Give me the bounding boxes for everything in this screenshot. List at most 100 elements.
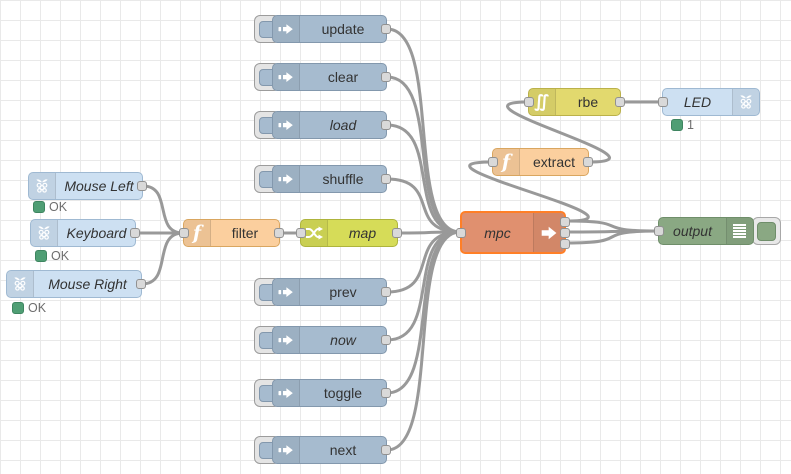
node-led[interactable]: LED — [658, 88, 760, 116]
wire-extract-rbe[interactable] — [506, 100, 611, 164]
debug-list-icon — [726, 218, 753, 244]
inject-arrow-icon — [273, 327, 300, 353]
node-mouse-right[interactable]: Mouse Right — [6, 270, 146, 298]
output-port[interactable] — [381, 72, 391, 82]
raspberry-pi-icon — [29, 173, 56, 199]
input-port[interactable] — [654, 226, 664, 236]
output-port-1[interactable] — [560, 217, 570, 227]
node-label: next — [329, 442, 357, 458]
wire-mpc3-output[interactable] — [564, 229, 660, 245]
node-label: Mouse Left — [64, 178, 134, 194]
node-label: Mouse Right — [48, 276, 127, 292]
node-map[interactable]: map — [296, 219, 402, 247]
inject-arrow-icon — [273, 112, 300, 138]
output-port[interactable] — [274, 228, 284, 238]
node-label: LED — [683, 94, 712, 110]
input-port[interactable] — [658, 97, 668, 107]
input-port[interactable] — [296, 228, 306, 238]
node-label: map — [348, 225, 377, 241]
arrow-right-icon — [533, 213, 564, 252]
output-port[interactable] — [130, 228, 140, 238]
wire-mpc-extract[interactable] — [468, 160, 590, 223]
status-dot-icon — [671, 119, 683, 131]
output-port[interactable] — [136, 279, 146, 289]
status-indicator: OK — [35, 249, 69, 263]
output-port[interactable] — [137, 181, 147, 191]
inject-arrow-icon — [273, 437, 300, 463]
output-port[interactable] — [615, 97, 625, 107]
node-label: toggle — [323, 385, 363, 401]
input-port[interactable] — [179, 228, 189, 238]
status-text: OK — [51, 249, 70, 263]
raspberry-pi-icon — [7, 271, 34, 297]
output-port[interactable] — [381, 174, 391, 184]
shuffle-arrows-icon — [301, 220, 328, 246]
output-port[interactable] — [381, 445, 391, 455]
status-dot-icon — [33, 201, 45, 213]
status-text: 1 — [687, 118, 694, 132]
inject-arrow-icon — [273, 16, 300, 42]
node-load[interactable]: load — [272, 111, 391, 139]
node-update[interactable]: update — [272, 15, 391, 43]
node-label: update — [321, 21, 365, 37]
node-label: load — [329, 117, 357, 133]
input-port[interactable] — [524, 97, 534, 107]
status-text: OK — [49, 200, 68, 214]
wire-mouseleft-filter[interactable] — [141, 184, 185, 235]
node-keyboard[interactable]: Keyboard — [30, 219, 140, 247]
wire-map-mpc[interactable] — [396, 230, 462, 235]
inject-arrow-icon — [273, 64, 300, 90]
node-now[interactable]: now — [272, 326, 391, 354]
node-label: shuffle — [322, 171, 364, 187]
node-label: clear — [327, 69, 359, 85]
raspberry-pi-icon — [732, 89, 759, 115]
node-output[interactable]: output — [654, 217, 754, 245]
node-toggle[interactable]: toggle — [272, 379, 391, 407]
node-clear[interactable]: clear — [272, 63, 391, 91]
output-port[interactable] — [381, 388, 391, 398]
node-label: Keyboard — [66, 225, 127, 241]
output-port-3[interactable] — [560, 239, 570, 249]
wire-shuffle-mpc[interactable] — [385, 177, 462, 234]
node-shuffle[interactable]: shuffle — [272, 165, 391, 193]
node-next[interactable]: next — [272, 436, 391, 464]
node-label: rbe — [577, 94, 599, 110]
input-port[interactable] — [488, 157, 498, 167]
node-mpc[interactable]: mpc — [456, 211, 570, 254]
wire-next-mpc[interactable] — [385, 230, 462, 452]
wire-update-mpc[interactable] — [385, 27, 462, 234]
node-label: extract — [532, 154, 575, 170]
output-port[interactable] — [381, 120, 391, 130]
status-indicator: 1 — [671, 118, 694, 132]
raspberry-pi-icon — [31, 220, 58, 246]
wire-mouseright-filter[interactable] — [140, 231, 185, 286]
inject-arrow-icon — [273, 279, 300, 305]
input-port[interactable] — [456, 228, 466, 238]
node-prev[interactable]: prev — [272, 278, 391, 306]
output-port-2[interactable] — [560, 228, 570, 238]
wire-load-mpc[interactable] — [385, 123, 462, 234]
output-port[interactable] — [381, 335, 391, 345]
node-filter[interactable]: f filter — [179, 219, 284, 247]
output-port[interactable] — [381, 24, 391, 34]
status-text: OK — [28, 301, 47, 315]
status-dot-icon — [35, 250, 47, 262]
node-label: now — [330, 332, 356, 348]
debug-toggle-pad — [757, 221, 776, 241]
inject-arrow-icon — [273, 380, 300, 406]
debug-toggle-button[interactable] — [752, 217, 781, 245]
wire-mpc1-output[interactable] — [564, 219, 660, 233]
status-indicator: OK — [33, 200, 67, 214]
output-port[interactable] — [392, 228, 402, 238]
wire-toggle-mpc[interactable] — [385, 230, 462, 395]
output-port[interactable] — [381, 287, 391, 297]
node-extract[interactable]: f extract — [488, 148, 593, 176]
status-indicator: OK — [12, 301, 46, 315]
wire-clear-mpc[interactable] — [385, 75, 462, 234]
node-mouse-left[interactable]: Mouse Left — [28, 172, 147, 200]
output-port[interactable] — [583, 157, 593, 167]
node-label: output — [673, 223, 712, 239]
node-rbe[interactable]: ∫∫ rbe — [524, 88, 625, 116]
status-dot-icon — [12, 302, 24, 314]
